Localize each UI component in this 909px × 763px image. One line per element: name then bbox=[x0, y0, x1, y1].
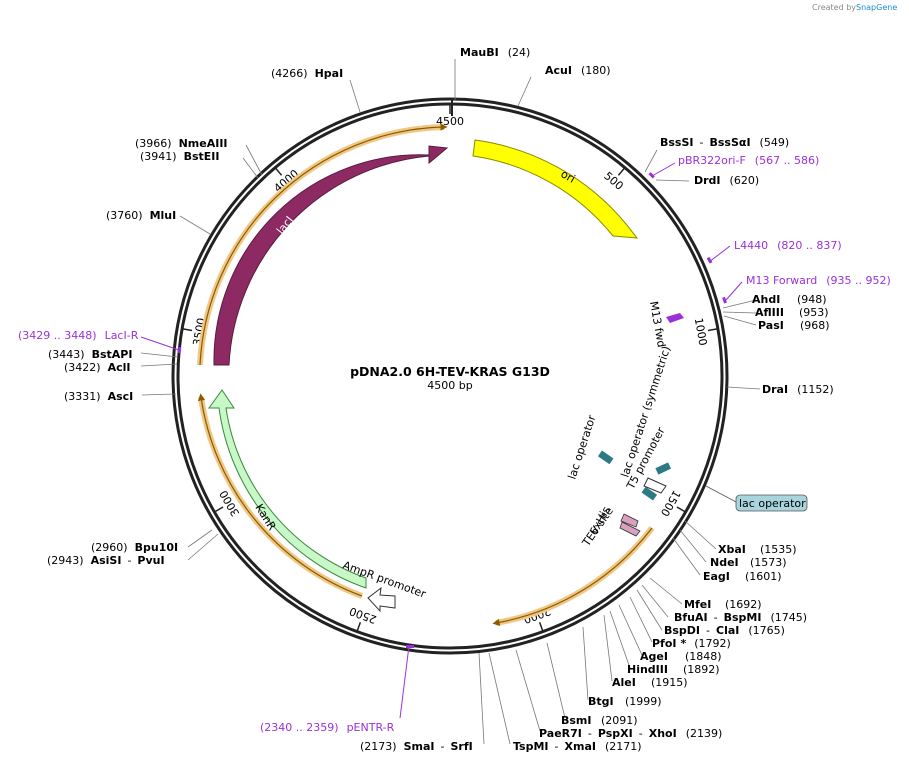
primer-pentr-r[interactable]: (2340 .. 2359)pENTR-R bbox=[260, 721, 395, 734]
orf-kras-line bbox=[492, 527, 653, 626]
site-drai[interactable]: DraI(1152) bbox=[762, 383, 834, 396]
site-btgi[interactable]: BtgI(1999) bbox=[588, 695, 662, 708]
site-bsssi[interactable]: BssSI-BssSαI(549) bbox=[660, 136, 789, 149]
primer-pbr322ori[interactable]: pBR322ori-F(567 .. 586) bbox=[678, 154, 819, 167]
kanr-feature[interactable] bbox=[208, 389, 367, 589]
site-acui[interactable]: AcuI(180) bbox=[545, 64, 611, 77]
lac-operator-feature[interactable] bbox=[597, 450, 614, 465]
lac-box-leader bbox=[705, 485, 739, 504]
his6-feature[interactable] bbox=[620, 513, 639, 528]
tick-mark-1500 bbox=[676, 506, 686, 513]
tick-label-500: 500 bbox=[601, 169, 625, 192]
site-hindiii[interactable]: HindIII(1892) bbox=[627, 663, 720, 676]
site-bsteii[interactable]: (3941)BstEII bbox=[140, 150, 219, 163]
orf-kanr-line bbox=[197, 393, 363, 597]
site-eagi[interactable]: EagI(1601) bbox=[703, 570, 782, 583]
plasmid-name: pDNA2.0 6H-TEV-KRAS G13D bbox=[350, 364, 550, 379]
site-xbai[interactable]: XbaI(1535) bbox=[718, 543, 797, 556]
site-bstapi[interactable]: (3443)BstAPI bbox=[48, 348, 132, 361]
tick-mark-1000 bbox=[707, 328, 718, 332]
site-aflii[interactable]: AflIII(953) bbox=[755, 306, 829, 319]
site-smai[interactable]: (2173)SmaI-SrfI bbox=[360, 740, 473, 753]
primer-marks bbox=[177, 172, 727, 648]
tick-mark-500 bbox=[617, 167, 626, 176]
site-acli[interactable]: (3422)AclI bbox=[64, 361, 130, 374]
tick-mark-2500 bbox=[356, 621, 362, 632]
lac-operator-label: lac operator bbox=[565, 413, 598, 481]
site-pfoi[interactable]: PfoI*(1792) bbox=[652, 637, 731, 650]
plasmid-size: 4500 bp bbox=[427, 379, 472, 392]
site-paer7i[interactable]: PaeR7I-PspXI-XhoI(2139) bbox=[539, 727, 722, 740]
lac-operator-sym-feature[interactable] bbox=[655, 462, 672, 475]
site-ndei[interactable]: NdeI(1573) bbox=[710, 556, 787, 569]
orf-laci-line bbox=[199, 123, 448, 366]
site-bspdi[interactable]: BspDI-ClaI(1765) bbox=[664, 624, 785, 637]
site-mfei[interactable]: MfeI(1692) bbox=[684, 598, 762, 611]
tick-mark-2000 bbox=[538, 621, 544, 632]
lac-operator-2-feature[interactable] bbox=[641, 486, 658, 501]
ori-feature[interactable] bbox=[472, 139, 639, 239]
tick-mark-3000 bbox=[214, 506, 224, 513]
site-maubi[interactable]: MauBI(24) bbox=[460, 46, 530, 59]
m13-fwd-label: M13 fwd bbox=[647, 300, 668, 348]
site-drdi[interactable]: DrdI(620) bbox=[694, 174, 759, 187]
orf-kras-arc bbox=[495, 526, 655, 626]
primer-laci-r[interactable]: (3429 .. 3448)LacI-R bbox=[18, 329, 139, 342]
tick-mark-3500 bbox=[182, 328, 193, 332]
site-leaders bbox=[140, 59, 761, 745]
site-hpai[interactable]: (4266)HpaI bbox=[271, 67, 343, 80]
site-asci[interactable]: (3331)AscI bbox=[64, 390, 133, 403]
backbone-outer bbox=[171, 97, 729, 655]
site-nmeaiii[interactable]: (3966)NmeAIII bbox=[135, 137, 228, 150]
site-ahdi[interactable]: AhdI(948) bbox=[752, 293, 827, 306]
t5-promoter-feature[interactable] bbox=[643, 477, 667, 494]
site-alei[interactable]: AleI(1915) bbox=[612, 676, 688, 689]
site-bfuai[interactable]: BfuAI-BspMI(1745) bbox=[674, 611, 807, 624]
tick-label-1000: 1000 bbox=[692, 317, 710, 347]
lac-operator-callout[interactable] bbox=[735, 494, 808, 512]
site-pasi[interactable]: PasI(968) bbox=[758, 319, 830, 332]
ampr-promoter-feature[interactable] bbox=[367, 586, 396, 613]
tev-feature[interactable] bbox=[619, 521, 641, 537]
primer-m13-forward[interactable]: M13 Forward(935 .. 952) bbox=[746, 274, 891, 287]
laci-feature[interactable] bbox=[213, 145, 449, 366]
site-agei[interactable]: AgeI(1848) bbox=[640, 650, 722, 663]
lac-operator-callout-label: lac operator bbox=[739, 497, 806, 510]
m13-fwd-feature[interactable] bbox=[666, 313, 684, 323]
primer-l4440[interactable]: L4440(820 .. 837) bbox=[734, 239, 842, 252]
tick-mark-4000 bbox=[274, 167, 283, 176]
primer-leaders bbox=[140, 162, 743, 719]
tick-label-2500: 2500 bbox=[348, 604, 379, 626]
site-mlui[interactable]: (3760)MluI bbox=[106, 209, 176, 222]
site-asisi[interactable]: (2943)AsiSI-PvuI bbox=[47, 554, 165, 567]
site-tspmi[interactable]: TspMI-XmaI(2171) bbox=[513, 740, 642, 753]
site-bsmi[interactable]: BsmI(2091) bbox=[561, 714, 638, 727]
site-bpu10i[interactable]: (2960)Bpu10I bbox=[91, 541, 178, 554]
credit-text: Created by bbox=[812, 3, 856, 12]
snapgene-logo: SnapGene bbox=[856, 3, 897, 12]
ori-label: ori bbox=[559, 167, 578, 185]
